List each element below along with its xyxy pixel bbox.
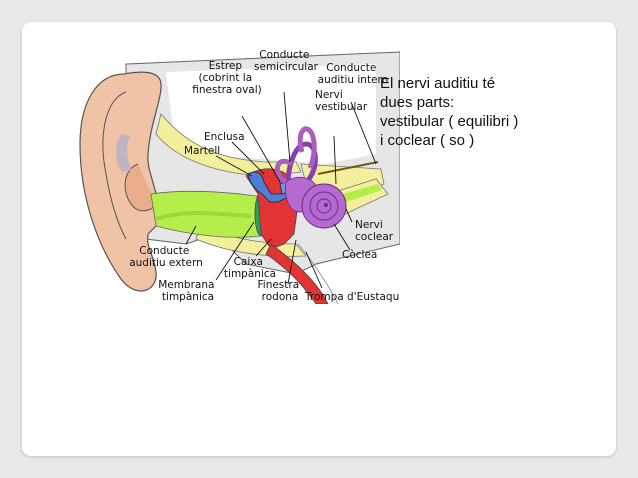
label-coclea: Còclea: [342, 249, 377, 261]
label-conducte-semicircular: Conducte semicircular: [254, 49, 319, 73]
slide: Conducte semicircular Estrep (cobrint la…: [22, 22, 616, 456]
label-membrana-timpanica: Membrana timpànica: [158, 279, 218, 303]
label-nervi-vestibular: Nervi vestibular: [315, 89, 368, 113]
leader-lines: [185, 91, 377, 289]
concha: [124, 163, 157, 212]
description-text: El nervi auditiu té dues parts: vestibul…: [380, 74, 600, 150]
ear-anatomy-diagram: Conducte semicircular Estrep (cobrint la…: [66, 44, 400, 304]
label-conducte-auditiu-intern: Conducte auditiu intern: [318, 62, 389, 86]
labyrinth: [275, 126, 320, 213]
label-estrep: Estrep (cobrint la finestra oval): [192, 60, 262, 96]
upper-band: [155, 113, 302, 177]
nerve-green-strip: [336, 184, 382, 204]
inner-space: [166, 64, 376, 164]
canal-inner: [155, 211, 252, 221]
description-line: vestibular ( equilibri ): [380, 113, 519, 130]
description-line: dues parts:: [380, 94, 455, 111]
label-caixa-timpanica: Caixa timpànica: [224, 256, 276, 280]
vestibular-nerve: [317, 161, 379, 175]
cochlea-shape: [301, 183, 347, 229]
label-conducte-auditiu-extern: Conducte auditiu extern: [129, 245, 203, 269]
label-trompa-eustaqui: Trompa d'Eustaqui: [304, 291, 400, 303]
label-finestra-rodona: Finestra rodona: [258, 279, 303, 303]
description-line: i coclear ( so ): [380, 132, 475, 149]
description-line: El nervi auditiu té: [380, 75, 496, 92]
label-nervi-coclear: Nervi coclear: [355, 219, 394, 243]
label-enclusa: Enclusa: [204, 131, 245, 143]
auricle-inner-fold: [102, 91, 127, 240]
auricle-shadow: [115, 134, 132, 172]
eustachian-outline: [297, 243, 339, 304]
auricle: [79, 71, 162, 292]
eustachian-tube: [265, 243, 329, 304]
label-martell: Martell: [184, 145, 220, 157]
